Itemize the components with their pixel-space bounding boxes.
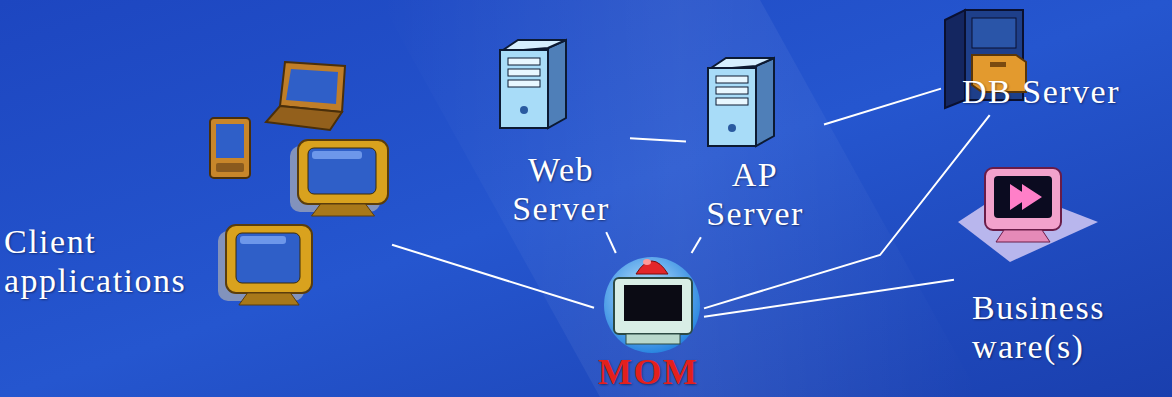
connector-line — [704, 280, 954, 317]
node-text: MOM — [598, 352, 698, 393]
connector-line — [692, 237, 701, 253]
node-label: DB Server — [962, 72, 1120, 111]
icon-drawing — [210, 62, 388, 305]
icon-drawing — [604, 257, 700, 353]
icon-drawing — [708, 58, 774, 146]
node-icon — [941, 6, 942, 7]
connector-line — [630, 138, 686, 141]
node-icon — [0, 58, 1, 59]
node-icon — [686, 54, 687, 55]
node-icon — [492, 36, 493, 37]
icon-drawing — [500, 40, 566, 128]
node-text: DB Server — [962, 72, 1120, 111]
client-applications-group: Client applications — [0, 58, 392, 309]
node-label: Business ware(s) — [972, 288, 1122, 366]
web-server: Web Server — [492, 36, 630, 232]
node-label: Client applications — [4, 222, 204, 300]
connector-line — [392, 245, 594, 308]
node-text: AP Server — [690, 155, 820, 233]
connector-line — [606, 232, 616, 253]
business-ware: Business ware(s) — [954, 164, 1126, 370]
node-icon — [594, 253, 595, 254]
node-label: AP Server — [690, 155, 820, 233]
node-text: Business ware(s) — [972, 288, 1122, 366]
node-label: Web Server — [496, 150, 626, 228]
node-text: Client applications — [4, 222, 204, 300]
db-server: DB Server — [941, 6, 1124, 115]
connector-line — [824, 89, 941, 125]
icon-drawing — [958, 168, 1098, 262]
node-text: Web Server — [496, 150, 626, 228]
mom-server: MOM — [594, 253, 704, 397]
ap-server: AP Server — [686, 54, 824, 237]
node-icon — [954, 164, 955, 165]
node-label: MOM — [598, 352, 698, 393]
